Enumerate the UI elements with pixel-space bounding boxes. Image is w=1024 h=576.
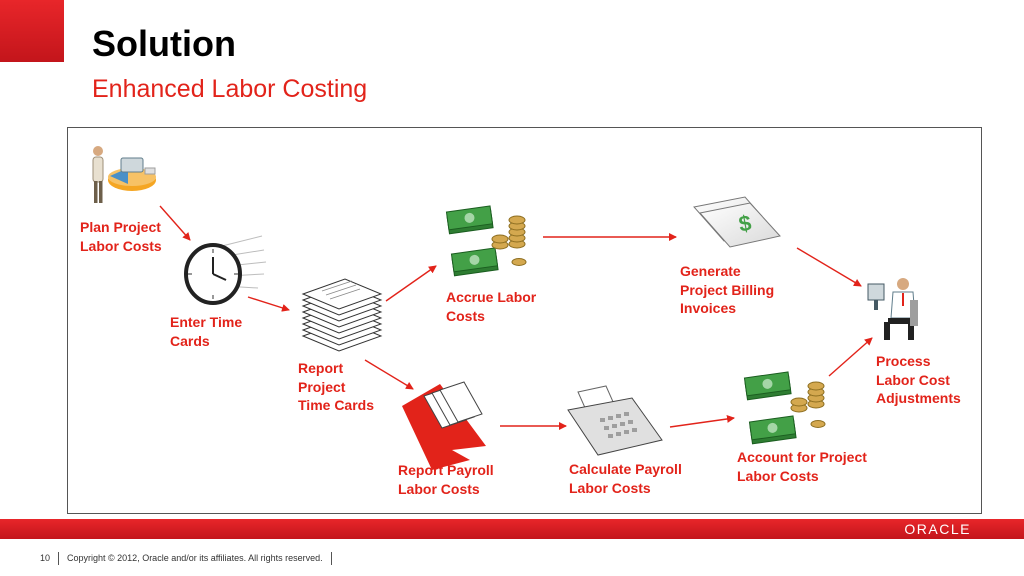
money-stack-icon (743, 371, 826, 445)
step-report-time-cards: Report Project Time Cards (298, 360, 374, 413)
flow-arrows (159, 205, 873, 430)
arrow-calculate-to-account (669, 415, 735, 428)
step-process-adjustments: Process Labor Cost Adjustments (876, 353, 961, 406)
step-enter-time-cards: Enter Time Cards (170, 314, 243, 349)
step-report-payroll: Report Payroll Labor Costs (398, 462, 494, 497)
page-title: Solution (92, 23, 236, 64)
worker-at-computer-icon (867, 278, 918, 340)
planner-person-icon (92, 146, 156, 203)
step-generate-billing: Generate Project Billing Invoices (680, 263, 775, 316)
svg-text:$: $ (737, 210, 753, 237)
copyright-text: Copyright © 2012, Oracle and/or its affi… (67, 553, 323, 563)
page-subtitle: Enhanced Labor Costing (92, 75, 368, 103)
footer-divider-end (330, 552, 332, 566)
page-number: 10 (40, 553, 51, 563)
step-calculate-payroll: Calculate Payroll Labor Costs (569, 461, 682, 496)
step-account-project: Account for Project Labor Costs (737, 449, 867, 484)
arrow-plan-to-enter (159, 205, 191, 241)
arrow-account-to-process (828, 337, 873, 377)
arrow-report-to-payroll (364, 359, 414, 390)
footer-band (0, 519, 1024, 539)
calculator-icon (567, 385, 663, 456)
step-plan-project: Plan Project Labor Costs (80, 219, 162, 254)
footer-divider (58, 552, 60, 566)
arrow-enter-to-report (247, 296, 290, 312)
time-cards-stack-icon (301, 278, 383, 352)
money-coins-icon (445, 205, 527, 277)
arrow-report-to-accrue (385, 265, 437, 302)
footer-bar: 10 Copyright © 2012, Oracle and/or its af… (40, 552, 340, 566)
arrow-billing-to-process (796, 247, 862, 287)
invoice-icon: $ (693, 196, 781, 248)
payroll-report-icon (402, 381, 486, 470)
oracle-logo: ORACLE (904, 521, 971, 537)
step-accrue-labor: Accrue Labor Costs (446, 289, 537, 324)
diagram-frame (67, 127, 982, 514)
corner-accent (0, 0, 64, 62)
clock-icon (184, 235, 267, 305)
